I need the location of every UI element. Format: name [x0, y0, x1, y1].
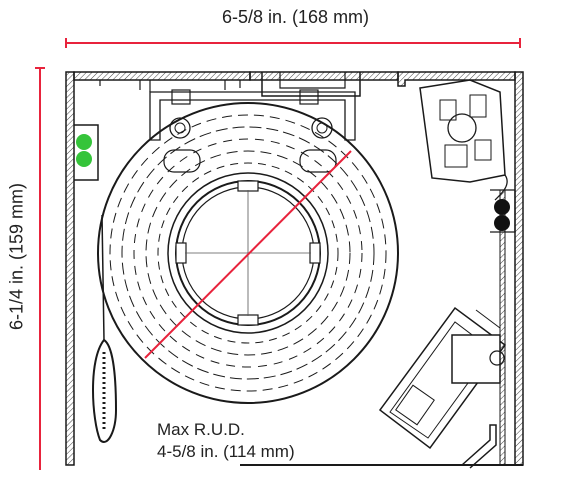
cord-handle [92, 214, 118, 443]
mount-screw-left [169, 117, 191, 139]
black-indicator-bottom [494, 215, 510, 231]
width-dimension-label: 6-5/8 in. (168 mm) [222, 7, 370, 27]
mount-screw-right [311, 117, 333, 139]
housing-frame [65, 71, 524, 469]
left-side-bracket [74, 124, 99, 181]
motor-unit [419, 79, 508, 201]
right-side-bracket [490, 189, 516, 233]
rud-diameter-line [144, 150, 352, 359]
receiver-bracket [378, 306, 507, 450]
rud-value: 4-5/8 in. (114 mm) [157, 442, 295, 461]
fabric-roll [97, 102, 399, 404]
green-indicator-bottom [76, 151, 92, 167]
width-dimension-line [65, 38, 521, 48]
green-indicator-top [76, 134, 92, 150]
black-indicator-top [494, 199, 510, 215]
height-dimension-label: 6-1/4 in. (159 mm) [6, 182, 27, 331]
height-dimension-line [35, 67, 45, 470]
rud-title: Max R.U.D. [157, 420, 245, 439]
